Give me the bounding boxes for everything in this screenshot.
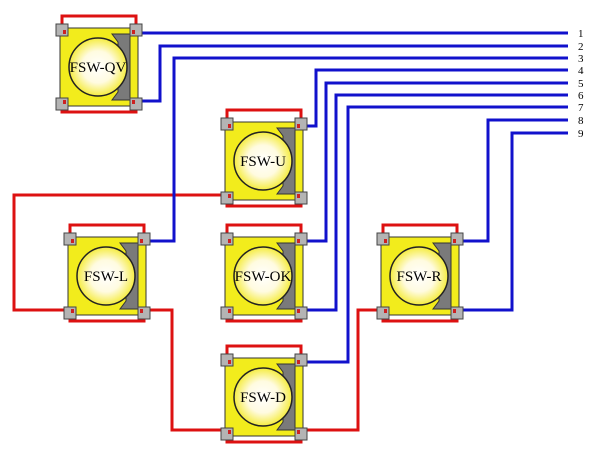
bus-label-9: 9 [578, 128, 584, 140]
terminal-dot [228, 239, 231, 243]
terminal-pad [294, 232, 308, 246]
terminal-dot [228, 194, 231, 198]
actuator-knob-icon[interactable] [76, 246, 136, 306]
terminal-dot [63, 30, 66, 34]
terminal-dot [140, 239, 143, 243]
terminal-pad [55, 23, 69, 37]
terminal-dot [132, 100, 135, 104]
switch-label-l: FSW-L [84, 269, 128, 285]
actuator-knob-icon[interactable] [233, 367, 293, 427]
terminal-dot [297, 124, 300, 128]
terminal-dot [297, 194, 300, 198]
terminal-dot [384, 309, 387, 313]
switch-qv: FSW-QV [55, 14, 143, 114]
terminal-pad [450, 306, 464, 320]
terminal-pad [220, 353, 234, 367]
terminal-pad [220, 427, 234, 441]
terminal-dot [384, 239, 387, 243]
signal-wire-2 [136, 44, 568, 103]
signal-wire-3 [147, 56, 568, 243]
terminal-pad [294, 427, 308, 441]
signal-wire-7 [300, 105, 568, 364]
actuator-knob-icon[interactable] [68, 37, 128, 97]
ground-wire-u-to-l [12, 193, 228, 312]
terminal-dot [297, 239, 300, 243]
bus-label-6: 6 [578, 90, 584, 102]
bus-label-2: 2 [578, 41, 584, 53]
switch-d: FSW-D [220, 344, 308, 444]
terminal-pad [294, 306, 308, 320]
terminal-dot [63, 100, 66, 104]
terminal-pad [129, 97, 143, 111]
terminal-dot [453, 309, 456, 313]
switch-ok: FSW-OK [220, 223, 308, 323]
terminal-pad [220, 117, 234, 131]
terminal-pad [63, 306, 77, 320]
signal-wire-6 [300, 93, 568, 312]
switch-u: FSW-U [220, 108, 308, 208]
terminal-dot [140, 309, 143, 313]
switch-label-u: FSW-U [240, 154, 286, 170]
signal-wire-5 [300, 81, 568, 243]
terminal-dot [228, 309, 231, 313]
actuator-knob-icon[interactable] [389, 246, 449, 306]
terminal-dot [71, 309, 74, 313]
actuator-knob-icon[interactable] [233, 246, 293, 306]
switch-l: FSW-L [63, 223, 151, 323]
switch-r: FSW-R [376, 223, 464, 323]
actuator-knob-icon[interactable] [233, 131, 293, 191]
terminal-pad [220, 232, 234, 246]
ground-wires [12, 193, 384, 432]
bus-labels: 1 2 3 4 5 6 7 8 9 [578, 28, 584, 140]
terminal-dot [228, 360, 231, 364]
bus-label-7: 7 [578, 102, 584, 114]
switch-label-qv: FSW-QV [70, 60, 127, 76]
switch-label-r: FSW-R [396, 269, 441, 285]
signal-wire-4 [300, 68, 568, 128]
bus-label-1: 1 [578, 28, 584, 40]
terminal-dot [71, 239, 74, 243]
terminal-dot [297, 360, 300, 364]
signal-wire-8 [456, 118, 568, 243]
terminal-dot [297, 430, 300, 434]
terminal-dot [453, 239, 456, 243]
bus-label-5: 5 [578, 78, 584, 90]
terminal-pad [220, 191, 234, 205]
terminal-pad [137, 232, 151, 246]
ground-wire-l-to-d [143, 308, 228, 432]
terminal-dot [228, 430, 231, 434]
switch-label-ok: FSW-OK [235, 269, 292, 285]
terminal-pad [55, 97, 69, 111]
bus-label-3: 3 [578, 53, 584, 65]
terminal-pad [63, 232, 77, 246]
terminal-pad [294, 353, 308, 367]
signal-wire-9 [456, 131, 568, 312]
terminal-pad [220, 306, 234, 320]
terminal-pad [137, 306, 151, 320]
terminal-dot [297, 309, 300, 313]
terminal-pad [376, 232, 390, 246]
terminal-dot [228, 124, 231, 128]
terminal-pad [294, 191, 308, 205]
terminal-pad [294, 117, 308, 131]
ground-wire-d-to-r [299, 308, 384, 432]
bus-label-4: 4 [578, 65, 584, 77]
switch-label-d: FSW-D [240, 390, 286, 406]
switches: FSW-QV FSW-U FSW-L FSW-OK FSW-R FSW-D [55, 14, 464, 444]
terminal-pad [450, 232, 464, 246]
signal-wires [136, 31, 568, 364]
terminal-pad [376, 306, 390, 320]
bus-label-8: 8 [578, 115, 584, 127]
terminal-dot [132, 30, 135, 34]
terminal-pad [129, 23, 143, 37]
